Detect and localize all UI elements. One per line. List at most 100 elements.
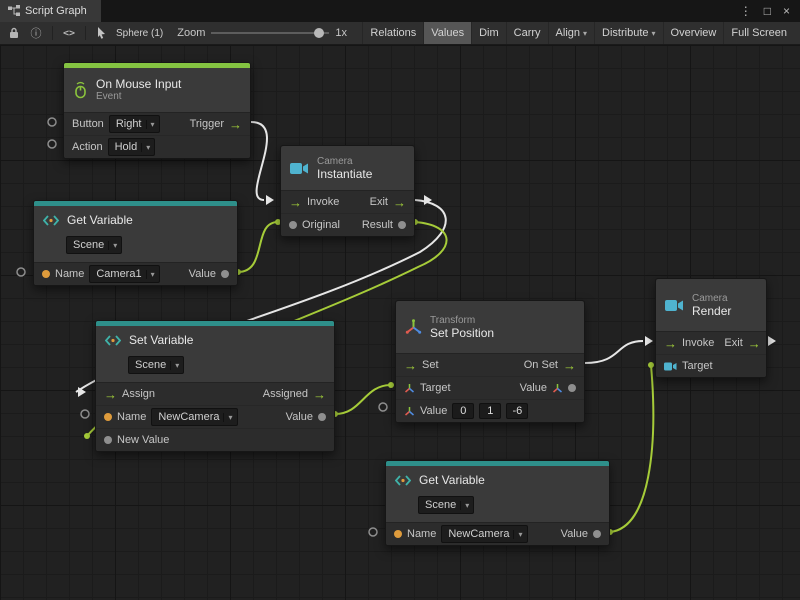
new-value-port[interactable] bbox=[104, 436, 112, 444]
values-button[interactable]: Values bbox=[423, 22, 472, 44]
port-row: → Assign Assigned → bbox=[96, 383, 334, 405]
cursor-icon bbox=[94, 27, 110, 39]
transform-type-icon bbox=[404, 383, 415, 394]
vector3-type-icon bbox=[552, 383, 563, 394]
target-port-label: Target bbox=[420, 382, 451, 394]
variable-name-dropdown[interactable]: NewCamera▾ bbox=[151, 408, 238, 426]
tab-script-graph[interactable]: Script Graph bbox=[0, 0, 101, 22]
name-port[interactable] bbox=[104, 413, 112, 421]
value-port[interactable] bbox=[593, 530, 601, 538]
close-icon[interactable]: × bbox=[782, 4, 790, 18]
vector-z-field[interactable]: -6 bbox=[506, 403, 529, 419]
wire-arrow bbox=[768, 336, 776, 346]
camera-icon bbox=[665, 299, 684, 312]
value-out-port-label: Value bbox=[519, 382, 547, 394]
unconnected-port[interactable] bbox=[378, 402, 388, 412]
align-button[interactable]: Align▾ bbox=[547, 22, 594, 44]
scope-dropdown[interactable]: Scene▾ bbox=[66, 236, 123, 254]
port-row: Name Camera1▾ Value bbox=[34, 263, 237, 285]
zoom-slider-track[interactable] bbox=[211, 32, 330, 34]
info-icon[interactable]: ⓘ bbox=[30, 28, 42, 40]
value-port-connected[interactable] bbox=[648, 362, 654, 368]
invoke-flow-port[interactable]: → bbox=[289, 194, 302, 210]
trigger-flow-port[interactable]: → bbox=[229, 116, 242, 132]
caret-down-icon: ▾ bbox=[651, 28, 656, 38]
action-port-label: Action bbox=[72, 141, 103, 153]
scope-dropdown[interactable]: Scene▾ bbox=[128, 356, 185, 374]
vector-x-field[interactable]: 0 bbox=[452, 403, 475, 419]
name-port-label: Name bbox=[407, 528, 437, 540]
port-row: Name NewCamera▾ Value bbox=[386, 523, 609, 545]
full-screen-button[interactable]: Full Screen bbox=[723, 22, 794, 44]
node-set-variable[interactable]: Set Variable Scene▾ → Assign Assigned → … bbox=[95, 320, 335, 452]
wire-onset-to-invoke bbox=[584, 340, 644, 364]
unconnected-port[interactable] bbox=[47, 117, 57, 127]
zoom-slider[interactable] bbox=[211, 26, 330, 40]
unconnected-port[interactable] bbox=[47, 139, 57, 149]
variable-name-dropdown[interactable]: Camera1▾ bbox=[89, 265, 160, 283]
value-out-port[interactable] bbox=[568, 384, 576, 392]
node-get-variable-bottom[interactable]: Get Variable Scene▾ Name NewCamera▾ Valu… bbox=[385, 460, 610, 546]
node-subtitle: Event bbox=[96, 91, 122, 102]
name-port[interactable] bbox=[42, 270, 50, 278]
on-set-port-label: On Set bbox=[523, 359, 558, 371]
caret-down-icon: ▾ bbox=[108, 240, 121, 250]
zoom-slider-handle[interactable] bbox=[314, 28, 325, 38]
relations-button[interactable]: Relations bbox=[362, 22, 423, 44]
new-value-port-label: New Value bbox=[117, 434, 170, 446]
button-dropdown[interactable]: Right▾ bbox=[108, 115, 160, 133]
wire-getvar-to-original bbox=[237, 221, 279, 273]
lock-icon[interactable] bbox=[6, 27, 22, 39]
scope-dropdown[interactable]: Scene▾ bbox=[418, 496, 475, 514]
node-render[interactable]: Camera Render → Invoke Exit → Target bbox=[655, 278, 767, 378]
exit-flow-port[interactable]: → bbox=[747, 335, 761, 351]
node-title: Render bbox=[692, 303, 732, 318]
node-title: Set Variable bbox=[129, 333, 194, 347]
vector-y-field[interactable]: 1 bbox=[479, 403, 502, 419]
name-port-label: Name bbox=[117, 411, 147, 423]
assign-flow-port[interactable]: → bbox=[104, 386, 117, 402]
node-instantiate[interactable]: Camera Instantiate → Invoke Exit → Origi… bbox=[280, 145, 415, 237]
wire-trigger-to-invoke bbox=[250, 121, 268, 201]
distribute-button[interactable]: Distribute▾ bbox=[594, 22, 662, 44]
unconnected-port[interactable] bbox=[80, 409, 90, 419]
value-port[interactable] bbox=[318, 413, 326, 421]
toolbar-buttons: Relations Values Dim Carry Align▾ Distri… bbox=[362, 22, 794, 44]
value-port-connected[interactable] bbox=[388, 382, 394, 388]
name-port[interactable] bbox=[394, 530, 402, 538]
port-row: → Set On Set → bbox=[396, 354, 584, 376]
action-dropdown[interactable]: Hold▾ bbox=[107, 138, 156, 156]
code-icon[interactable]: <> bbox=[62, 27, 76, 39]
caret-down-icon: ▾ bbox=[170, 360, 183, 370]
assigned-flow-port[interactable]: → bbox=[313, 386, 326, 402]
carry-button[interactable]: Carry bbox=[505, 22, 548, 44]
node-on-mouse-input[interactable]: On Mouse Input Event Button Right▾ Trigg… bbox=[63, 62, 251, 159]
caret-down-icon: ▾ bbox=[513, 529, 526, 539]
node-set-position[interactable]: Transform Set Position → Set On Set → Ta… bbox=[395, 300, 585, 423]
result-port[interactable] bbox=[398, 221, 406, 229]
port-row: → Invoke Exit → bbox=[656, 332, 766, 354]
unconnected-port[interactable] bbox=[368, 527, 378, 537]
unconnected-port[interactable] bbox=[16, 267, 26, 277]
original-port[interactable] bbox=[289, 221, 297, 229]
maximize-icon[interactable]: □ bbox=[763, 4, 771, 18]
overview-button[interactable]: Overview bbox=[662, 22, 724, 44]
value-port-connected[interactable] bbox=[275, 219, 281, 225]
value-port[interactable] bbox=[221, 270, 229, 278]
invoke-flow-port[interactable]: → bbox=[664, 335, 677, 351]
result-port-label: Result bbox=[361, 219, 393, 231]
set-flow-port[interactable]: → bbox=[404, 357, 417, 373]
variable-name-dropdown[interactable]: NewCamera▾ bbox=[441, 525, 528, 543]
port-row: Target bbox=[656, 354, 766, 377]
dim-button[interactable]: Dim bbox=[471, 22, 506, 44]
on-set-flow-port[interactable]: → bbox=[563, 357, 576, 373]
port-row: → Invoke Exit → bbox=[281, 191, 414, 213]
selection-label: Sphere (1) bbox=[116, 27, 164, 39]
graph-canvas[interactable]: On Mouse Input Event Button Right▾ Trigg… bbox=[0, 45, 800, 600]
kebab-menu-icon[interactable]: ⋮ bbox=[739, 4, 752, 18]
port-row: New Value bbox=[96, 428, 334, 451]
value-port-connected[interactable] bbox=[84, 433, 90, 439]
node-title: On Mouse Input bbox=[96, 77, 182, 91]
node-get-variable-top[interactable]: Get Variable Scene▾ Name Camera1▾ Value bbox=[33, 200, 238, 286]
exit-flow-port[interactable]: → bbox=[393, 194, 406, 210]
